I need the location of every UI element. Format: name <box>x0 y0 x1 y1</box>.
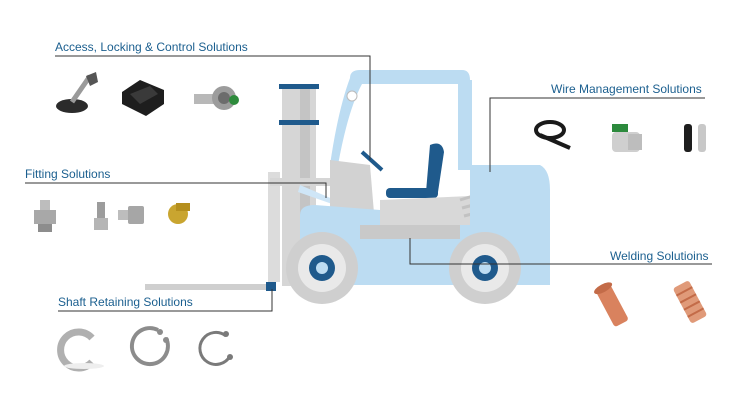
leader-line-access <box>55 55 371 160</box>
leader-lines <box>25 55 712 312</box>
leader-line-shaft <box>58 289 273 312</box>
wire-management-label: Wire Management Solutions <box>551 82 702 96</box>
forklift <box>145 70 550 304</box>
forklift-rear-pillar <box>458 80 472 170</box>
forklift-mast-inner <box>268 172 280 282</box>
leveling-foot-icon <box>56 72 98 113</box>
welding-products <box>594 281 707 327</box>
wire-products <box>534 120 706 152</box>
leader-line-wire <box>489 97 705 172</box>
forklift-seat-back <box>426 143 444 192</box>
push-fit-nipple-icon <box>94 202 144 230</box>
cable-clip-icon <box>122 80 164 116</box>
forklift-seat <box>386 188 438 198</box>
e-clip-icon <box>57 328 104 372</box>
cable-tie-icon <box>534 120 571 150</box>
fitting-solutions-label: Fitting Solutions <box>25 167 111 181</box>
forklift-mast-crossbar-mid <box>279 120 319 125</box>
fitting-products <box>34 200 190 232</box>
threaded-weld-stud-icon <box>673 281 707 323</box>
wire-sleeve-icon <box>684 124 706 152</box>
brass-nipple-icon <box>168 203 190 224</box>
forklift-fork <box>145 284 275 290</box>
shaft-products <box>57 326 233 372</box>
welding-solutions-label: Welding Solutioins <box>610 249 709 263</box>
forklift-tilt-arm <box>298 185 335 205</box>
grease-nipple-icon <box>34 200 56 232</box>
weld-stud-icon <box>594 282 628 327</box>
forklift-front-wheel <box>286 232 358 304</box>
internal-circlip-icon <box>198 330 233 366</box>
shaft-retaining-label: Shaft Retaining Solutions <box>58 295 193 309</box>
forklift-carriage <box>270 178 330 186</box>
access-products <box>56 72 239 116</box>
forklift-step <box>360 225 460 239</box>
cable-gland-icon <box>612 124 642 152</box>
forklift-rear-wheel <box>449 232 521 304</box>
forklift-roof <box>330 70 470 165</box>
forklift-steering-column <box>360 150 384 172</box>
forklift-light <box>346 90 358 102</box>
leader-line-welding <box>409 238 712 265</box>
forklift-mast-crossbar-top <box>279 84 319 89</box>
cam-lock-icon <box>194 86 239 110</box>
forklift-fork-tip <box>266 282 276 291</box>
external-circlip-icon <box>129 326 170 367</box>
leader-line-fitting <box>25 182 327 198</box>
access-locking-control-label: Access, Locking & Control Solutions <box>55 40 248 54</box>
